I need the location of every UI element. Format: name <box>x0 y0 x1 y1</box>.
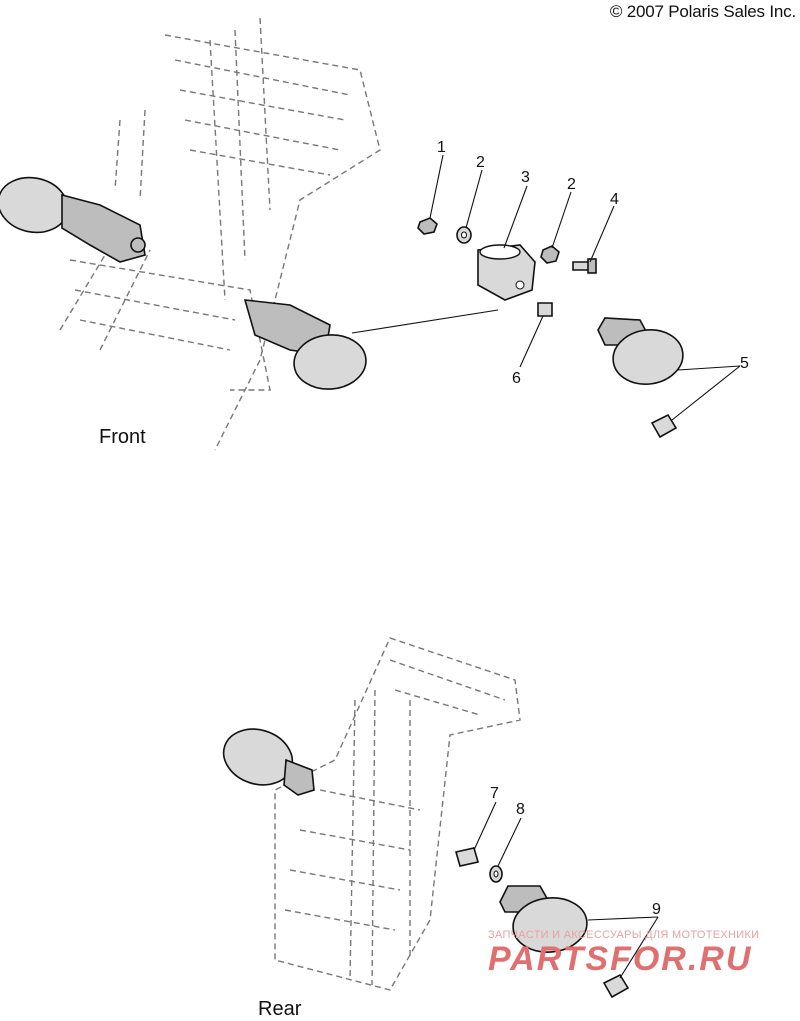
callout-9: 9 <box>652 901 661 918</box>
front-callout-leaders <box>429 154 741 421</box>
signal-lens-part-5 <box>612 329 684 385</box>
nut-part-1 <box>417 217 438 235</box>
callout-3: 3 <box>521 169 530 186</box>
front-body-outline <box>59 17 381 451</box>
callout-7: 7 <box>490 785 499 802</box>
front-exploded-parts <box>417 217 684 439</box>
callout-8: 8 <box>516 801 525 818</box>
front-section-label: Front <box>99 426 146 448</box>
bolt-part-6 <box>537 302 553 317</box>
rear-section-label: Rear <box>258 998 302 1020</box>
rear-signal-lens-part-9 <box>512 897 588 953</box>
copyright-notice: © 2007 Polaris Sales Inc. <box>609 2 796 21</box>
callout-6: 6 <box>512 370 521 387</box>
watermark-brand: PARTSFOR.RU <box>488 940 752 978</box>
rear-bulb-part-9 <box>602 973 630 999</box>
callout-2a: 2 <box>476 154 485 171</box>
callout-5: 5 <box>740 355 749 372</box>
callout-1: 1 <box>437 139 446 156</box>
nut-part-2b <box>540 245 560 264</box>
callout-2b: 2 <box>567 176 576 193</box>
bulb-part-5 <box>650 413 678 439</box>
callout-4: 4 <box>610 191 619 208</box>
watermark-tagline: ЗАПЧАСТИ И АКСЕССУАРЫ ДЛЯ МОТОТЕХНИКИ <box>488 929 759 941</box>
front-left-turn-signal <box>0 176 146 263</box>
rear-left-turn-signal <box>222 728 315 796</box>
front-leader-line <box>351 309 499 334</box>
rear-exploded-parts <box>454 847 630 999</box>
front-right-turn-signal <box>243 299 367 390</box>
rear-callout-leaders <box>473 801 659 979</box>
rear-body-outline <box>274 637 521 991</box>
bolt-part-7 <box>454 847 480 867</box>
